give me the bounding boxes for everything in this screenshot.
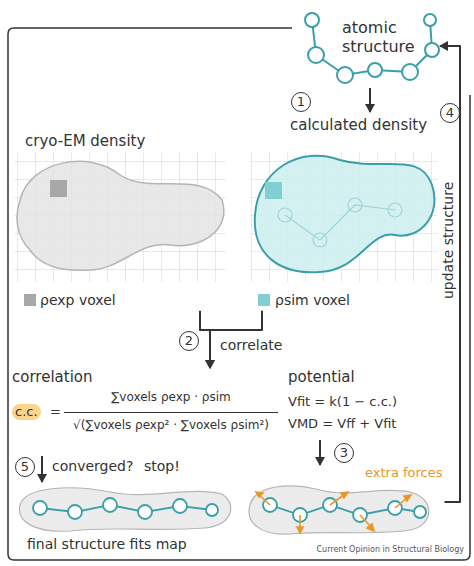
- node-text: =: [50, 404, 61, 420]
- flow-arrow: [200, 311, 210, 368]
- node-text: Vfit = k(1 − c.c.): [288, 394, 397, 410]
- node-text: ∑voxels ρexp · ρsim: [64, 390, 278, 404]
- flow-arrow: [319, 440, 321, 465]
- flow-arrow: [41, 456, 43, 482]
- node-title: atomic structure: [342, 18, 434, 56]
- simulated-map: [250, 152, 438, 306]
- frame: [8, 28, 470, 560]
- node-title: potential: [288, 368, 355, 386]
- structure-panel: atomic structure: [300, 4, 440, 88]
- callout-number: 2: [179, 331, 199, 351]
- formula-panel: potentialVfit = k(1 − c.c.) VMD = Vff + V…: [288, 368, 423, 440]
- node-title: extra forces: [365, 465, 443, 481]
- cryo-em-map: [14, 152, 226, 306]
- node-title: cryo-EM density: [25, 132, 145, 150]
- edge-label: update structure: [441, 179, 458, 300]
- flow-arrow: [369, 88, 371, 112]
- formula-panel: correlation c.c. =∑voxels ρexp · ρsim √(∑vo…: [12, 368, 280, 456]
- forces-model: [249, 486, 429, 534]
- node-text: ρexp voxel: [40, 292, 116, 309]
- callout-number: 3: [334, 443, 354, 463]
- forces-panel: extra forces: [240, 465, 445, 540]
- node-title: final structure fits map: [27, 536, 187, 553]
- edge-label: correlate: [218, 337, 284, 354]
- fraction-bar: [64, 412, 278, 413]
- atomic-model: [305, 13, 439, 83]
- note-text: stop!: [142, 458, 182, 475]
- callout-number: 1: [291, 92, 311, 112]
- result-panel: final structure fits map: [12, 482, 237, 556]
- callout-number: 5: [15, 457, 35, 477]
- node-title: calculated density: [290, 116, 427, 134]
- callout-number: 4: [440, 103, 460, 123]
- density-panel: cryo-EM density ρexp voxel: [10, 112, 230, 311]
- node-text: √(∑voxels ρexp² · ∑voxels ρsim²): [64, 418, 278, 432]
- density-panel: calculated density ρsim voxel: [245, 112, 440, 311]
- final-model: [19, 488, 230, 531]
- node-text: ρsim voxel: [275, 292, 350, 309]
- edge-label: converged?: [50, 458, 135, 475]
- caption-credit: Current Opinion in Structural Biology: [317, 545, 465, 554]
- node-title: correlation: [12, 368, 93, 386]
- node-text: c.c.: [12, 404, 41, 420]
- flow-arrow: [440, 46, 460, 502]
- node-text: VMD = Vff + Vfit: [288, 416, 396, 432]
